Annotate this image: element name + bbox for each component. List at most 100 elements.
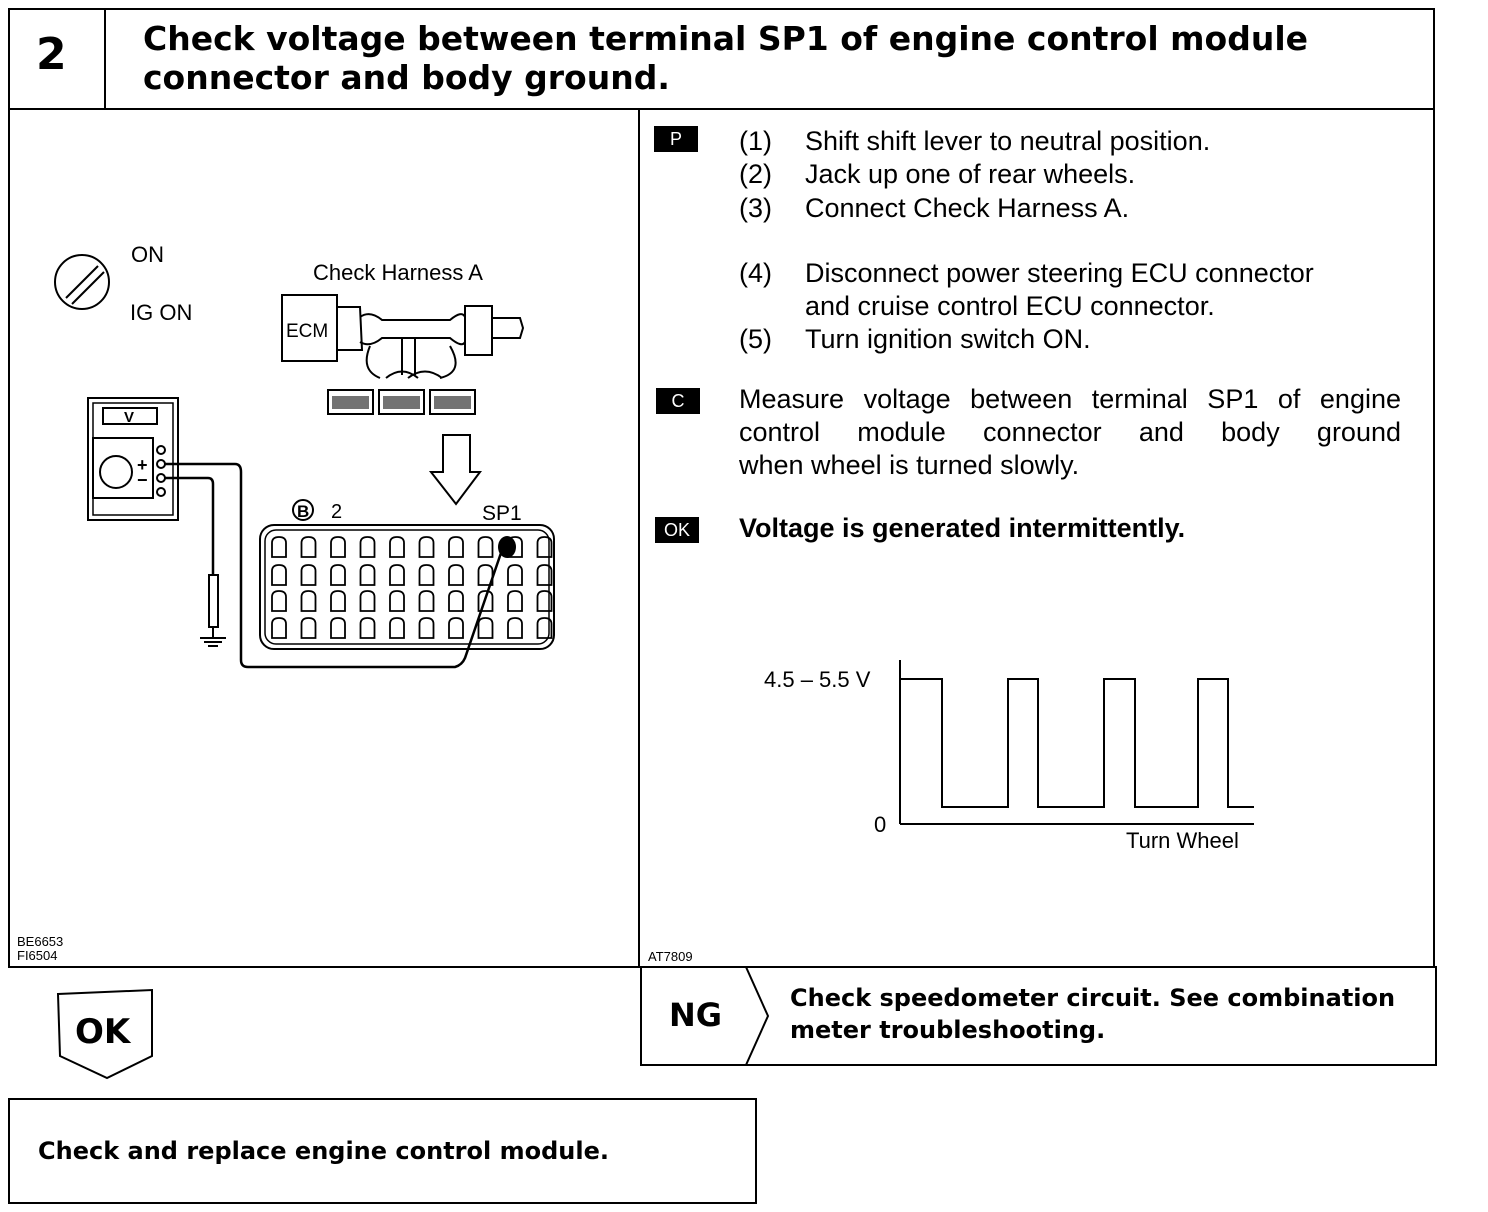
step-5-num: (5) (739, 324, 772, 354)
page-title-line1: Check voltage between terminal SP1 of en… (143, 19, 1309, 58)
connector-pin (330, 564, 346, 586)
connector-pin (536, 590, 553, 612)
step-1-num: (1) (739, 126, 772, 156)
check-line-2: control module connector and body ground (739, 417, 1401, 447)
ng-label: NG (669, 996, 723, 1034)
connector-pin (448, 617, 464, 639)
connector-pin (418, 536, 435, 558)
ng-chevron (745, 967, 770, 1065)
step-2-num: (2) (739, 159, 772, 189)
ignition-on-label: ON (131, 242, 164, 267)
step-2: (2) Jack up one of rear wheels. (739, 158, 1135, 191)
tag-ok: OK (655, 517, 699, 543)
ignition-switch-icon (54, 254, 110, 310)
ng-result-box (640, 966, 1437, 1066)
connector-pin (448, 536, 464, 558)
step-4-cont: and cruise control ECU connector. (805, 290, 1215, 323)
connector-pin (477, 617, 494, 639)
step-2-text: Jack up one of rear wheels. (805, 159, 1136, 189)
y-tick-zero: 0 (874, 812, 886, 837)
connector-pin-label: 2 (331, 501, 342, 523)
figure-code-1: BE6653 (17, 934, 63, 949)
connector-pin (477, 536, 494, 558)
connector-pin (389, 590, 405, 612)
step-divider (104, 8, 106, 110)
step-4-num: (4) (739, 258, 772, 288)
sp1-probe-tip (498, 536, 516, 558)
connector-pin (330, 536, 346, 558)
ecm-label: ECM (286, 321, 328, 342)
step-1-text: Shift shift lever to neutral position. (805, 126, 1211, 156)
check-line-1: Measure voltage between terminal SP1 of … (739, 384, 1401, 414)
ok-criteria: Voltage is generated intermittently. (739, 513, 1186, 543)
connector-pin (448, 590, 464, 612)
harness-connector-icons (327, 389, 476, 415)
connector-pin (330, 617, 346, 639)
connector-pin (536, 617, 553, 639)
connector-pin (271, 617, 287, 639)
page-title-line2: connector and body ground. (143, 58, 670, 97)
connector-pin (271, 590, 287, 612)
voltmeter-label: V (124, 409, 134, 426)
connector-pin (507, 564, 523, 586)
tag-c: C (656, 388, 700, 414)
connector-pin (418, 564, 435, 586)
connector-pin (359, 564, 376, 586)
body-left-border (8, 108, 10, 968)
body-middle-divider (638, 108, 640, 968)
ng-action-line1: Check speedometer circuit. See combinati… (790, 984, 1396, 1012)
voltmeter-plus: + (137, 455, 148, 475)
tag-p: P (654, 126, 698, 152)
check-line-3: when wheel is turned slowly. (739, 450, 1080, 480)
connector-pin (418, 590, 435, 612)
terminal-sp1-label: SP1 (482, 502, 522, 525)
connector-pin (389, 617, 405, 639)
connector-pin (359, 590, 376, 612)
connector-pin (536, 536, 553, 558)
connector-pin (271, 536, 287, 558)
ok-action-box (8, 1098, 757, 1204)
step-1: (1) Shift shift lever to neutral position… (739, 125, 1210, 158)
step-3-num: (3) (739, 193, 772, 223)
ok-label: OK (75, 1012, 131, 1052)
step-3: (3) Connect Check Harness A. (739, 192, 1129, 225)
step-3-text: Connect Check Harness A. (805, 193, 1130, 223)
voltage-waveform-chart: 4.5 – 5.5 V 0 Turn Wheel (764, 660, 1254, 853)
voltmeter-minus: − (137, 470, 148, 490)
connector-b-label: B (297, 502, 309, 521)
check-harness-icon (281, 294, 525, 379)
step-number: 2 (36, 29, 67, 80)
connector-b-icon: B 2 SP1 (259, 499, 555, 650)
connector-pin (330, 590, 346, 612)
connector-pin (300, 536, 317, 558)
step-4-text: Disconnect power steering ECU connector (805, 258, 1314, 288)
connector-pin (389, 564, 405, 586)
connector-pin (389, 536, 405, 558)
connector-pin (300, 617, 317, 639)
wiring-diagram: ON IG ON Check Harness A ECM V + − (17, 242, 555, 963)
body-right-border (1433, 108, 1435, 968)
ng-action-line2: meter troubleshooting. (790, 1016, 1106, 1044)
step-4: (4) Disconnect power steering ECU connect… (739, 257, 1314, 290)
connector-pin (300, 564, 317, 586)
step-5-text: Turn ignition switch ON. (805, 324, 1091, 354)
voltage-waveform-line (900, 678, 1254, 808)
ground-probe-icon (200, 574, 226, 647)
connector-pin (359, 617, 376, 639)
voltmeter-icon (87, 397, 179, 521)
figure-code-2: FI6504 (17, 948, 57, 963)
y-tick-high: 4.5 – 5.5 V (764, 667, 871, 692)
arrow-down-icon (428, 434, 482, 506)
ok-flow-badge (56, 988, 153, 1080)
ignition-ig-on-label: IG ON (130, 300, 192, 325)
connector-pin (536, 564, 553, 586)
connector-pin (300, 590, 317, 612)
step-4-text2: and cruise control ECU connector. (805, 291, 1215, 321)
ok-action-text: Check and replace engine control module. (38, 1137, 609, 1165)
header-frame (8, 8, 1435, 110)
step-5: (5) Turn ignition switch ON. (739, 323, 1091, 356)
connector-pin (271, 564, 287, 586)
connector-pin (477, 590, 494, 612)
connector-pin (359, 536, 376, 558)
x-axis-label: Turn Wheel (1126, 828, 1239, 853)
